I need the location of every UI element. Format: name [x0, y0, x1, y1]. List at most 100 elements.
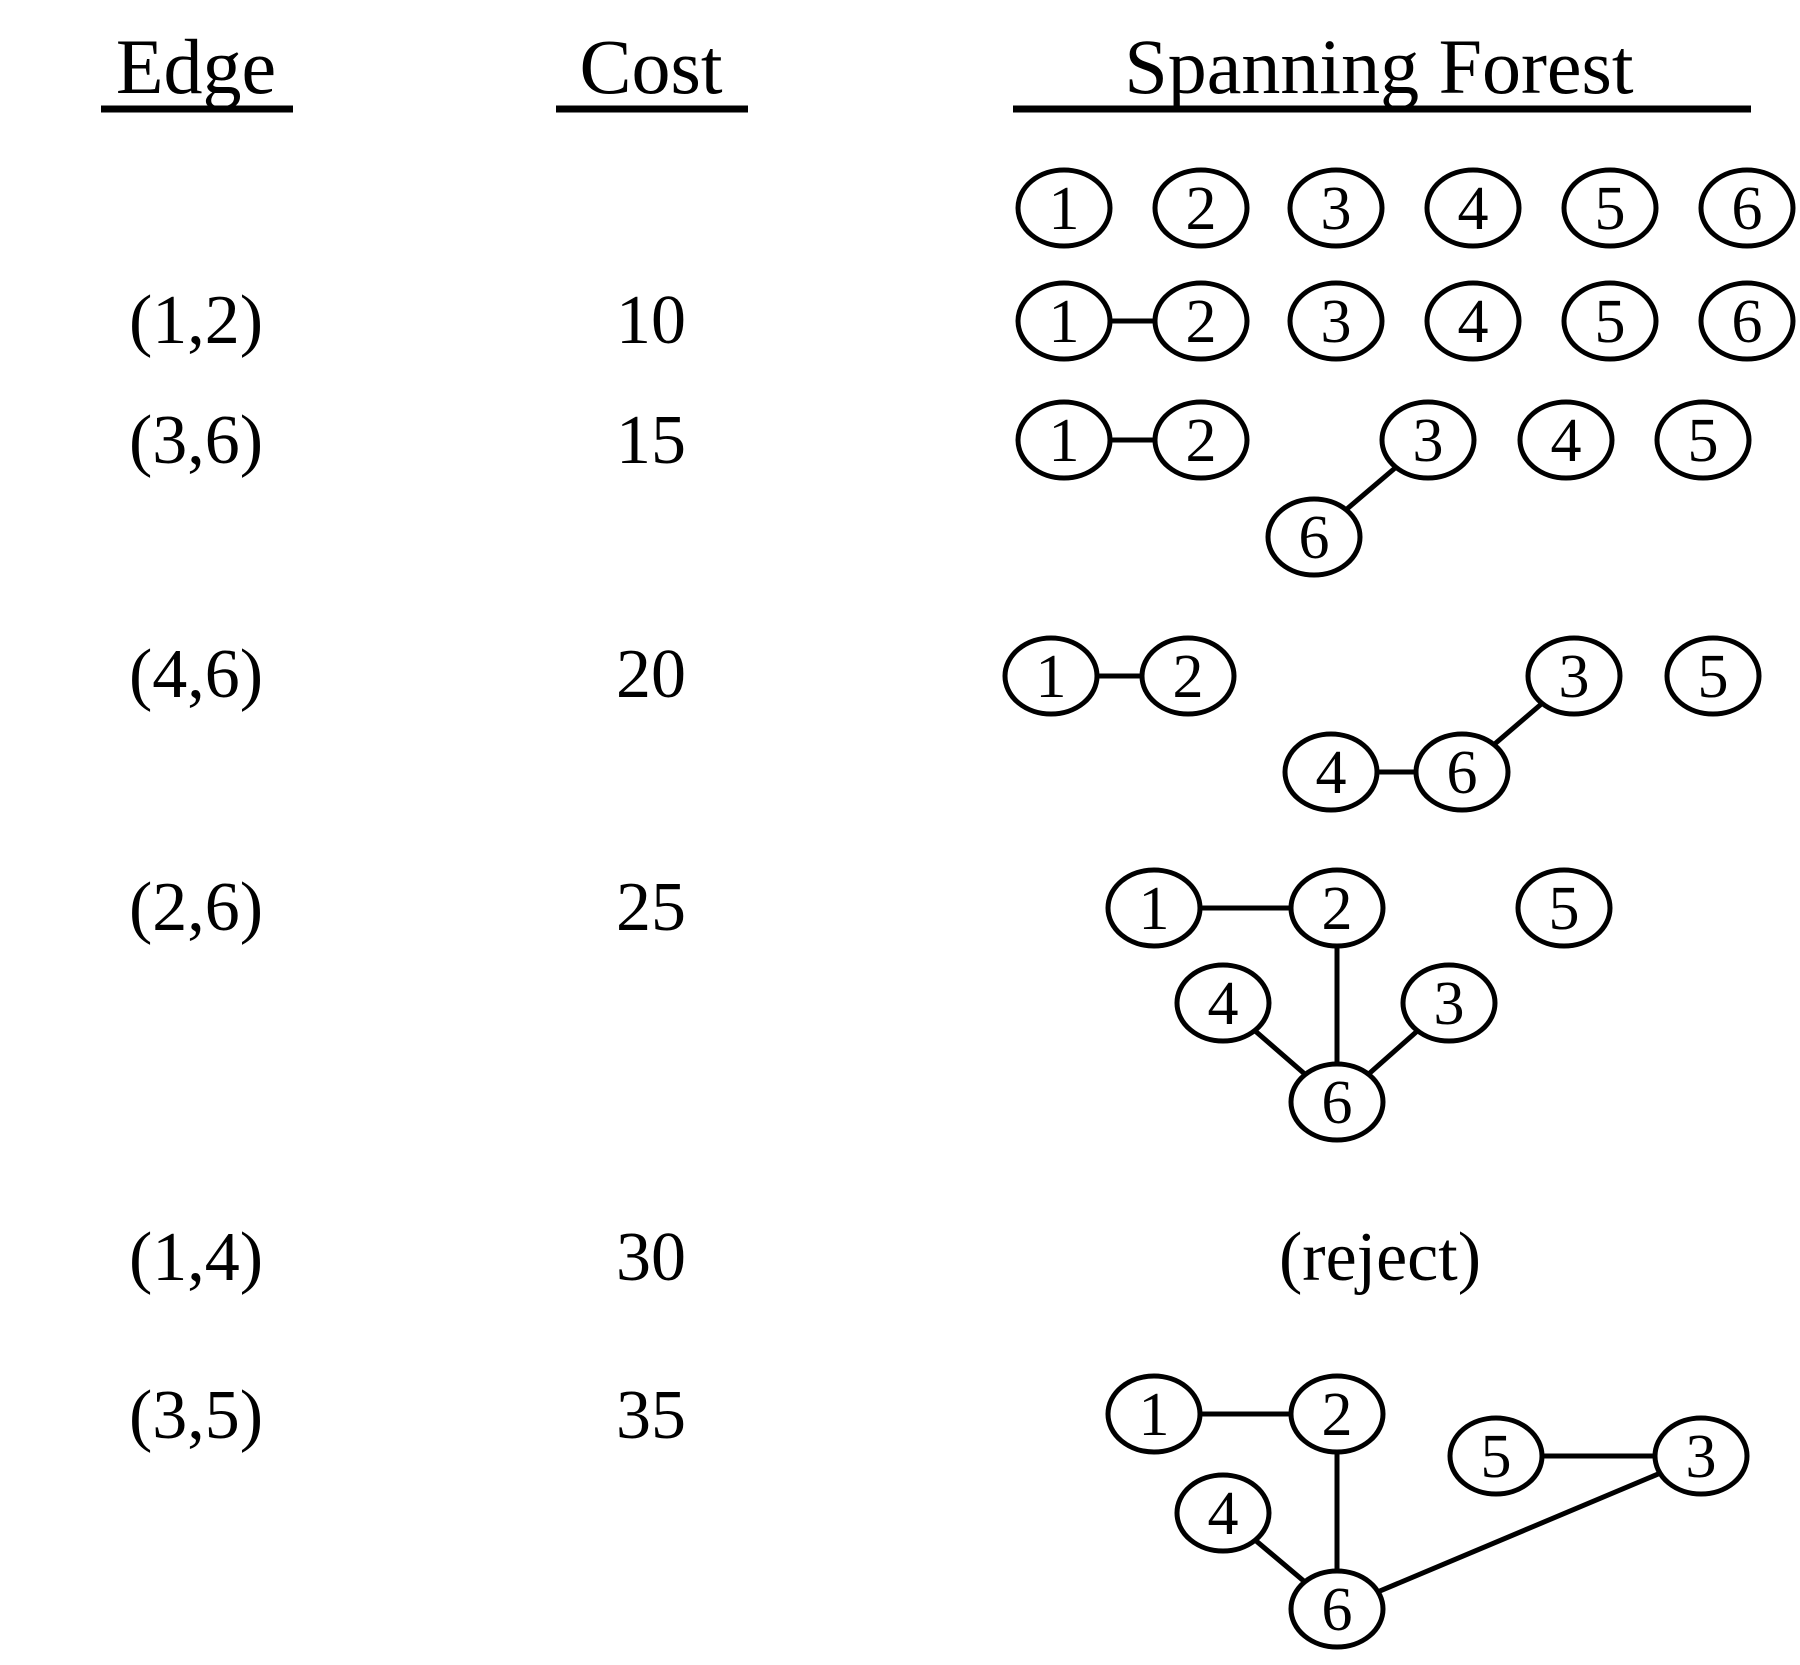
node-ellipse	[1447, 1415, 1545, 1497]
edge-label: (3,6)	[129, 402, 263, 479]
node-label: 3	[1686, 1423, 1717, 1491]
graph-node-5: 5	[1447, 1415, 1545, 1497]
spanning-forest-column-header: Spanning Forest	[1124, 23, 1634, 110]
graph-node-2: 2	[1288, 1373, 1386, 1455]
edge-label: (2,6)	[129, 869, 263, 946]
node-ellipse	[1288, 1061, 1386, 1143]
graph-node-1: 1	[1015, 399, 1113, 481]
edge-label: (1,4)	[129, 1219, 263, 1296]
graph-node-5: 5	[1561, 167, 1659, 249]
graph-node-3: 3	[1525, 635, 1623, 717]
node-ellipse	[1561, 167, 1659, 249]
row-4: (2,6) 25	[129, 869, 686, 946]
node-label: 4	[1551, 407, 1582, 475]
edge-column-header: Edge	[116, 23, 276, 110]
graph-node-6: 6	[1265, 496, 1363, 578]
node-ellipse	[1525, 635, 1623, 717]
node-ellipse	[1400, 962, 1498, 1044]
node-ellipse	[1152, 167, 1250, 249]
node-label: 5	[1698, 643, 1729, 711]
node-ellipse	[1379, 399, 1477, 481]
node-ellipse	[1517, 399, 1615, 481]
node-label: 6	[1322, 1576, 1353, 1644]
graph-node-3: 3	[1287, 280, 1385, 362]
node-label: 1	[1049, 175, 1080, 243]
graph-node-4: 4	[1282, 731, 1380, 813]
edge-label: (1,2)	[129, 282, 263, 359]
graph-node-4: 4	[1424, 167, 1522, 249]
node-label: 6	[1732, 288, 1763, 356]
node-ellipse	[1664, 635, 1762, 717]
row-6: (3,5) 35	[129, 1377, 686, 1454]
node-label: 1	[1139, 1381, 1170, 1449]
node-ellipse	[1174, 962, 1272, 1044]
graph-node-2: 2	[1139, 635, 1237, 717]
node-ellipse	[1424, 280, 1522, 362]
node-ellipse	[1152, 280, 1250, 362]
edge-label: (3,5)	[129, 1377, 263, 1454]
cost-label: 20	[616, 636, 686, 713]
node-ellipse	[1015, 280, 1113, 362]
node-label: 2	[1186, 288, 1217, 356]
graph-node-3: 3	[1652, 1415, 1750, 1497]
cost-label: 35	[616, 1377, 686, 1454]
graph-node-5: 5	[1561, 280, 1659, 362]
node-label: 4	[1458, 175, 1489, 243]
graph-node-6: 6	[1288, 1061, 1386, 1143]
node-ellipse	[1105, 867, 1203, 949]
node-label: 3	[1321, 175, 1352, 243]
graph-node-1: 1	[1105, 867, 1203, 949]
node-ellipse	[1015, 167, 1113, 249]
node-label: 6	[1322, 1069, 1353, 1137]
node-label: 3	[1559, 643, 1590, 711]
cost-label: 15	[616, 402, 686, 479]
node-label: 5	[1481, 1423, 1512, 1491]
node-label: 4	[1208, 970, 1239, 1038]
node-label: 3	[1413, 407, 1444, 475]
graph-node-1: 1	[1002, 635, 1100, 717]
graph-node-4: 4	[1174, 1472, 1272, 1554]
graph-node-3: 3	[1379, 399, 1477, 481]
graph-node-1: 1	[1015, 280, 1113, 362]
graph-node-6: 6	[1288, 1568, 1386, 1650]
node-ellipse	[1139, 635, 1237, 717]
node-ellipse	[1287, 280, 1385, 362]
graph-node-2: 2	[1152, 399, 1250, 481]
node-label: 2	[1186, 175, 1217, 243]
node-ellipse	[1002, 635, 1100, 717]
graph-node-4: 4	[1517, 399, 1615, 481]
node-ellipse	[1413, 731, 1511, 813]
node-label: 5	[1688, 407, 1719, 475]
node-label: 6	[1732, 175, 1763, 243]
row-1: (1,2) 10	[129, 282, 686, 359]
graph-node-5: 5	[1515, 867, 1613, 949]
node-label: 5	[1595, 288, 1626, 356]
node-ellipse	[1105, 1373, 1203, 1455]
graph-node-2: 2	[1288, 867, 1386, 949]
node-ellipse	[1698, 167, 1796, 249]
graph-node-3: 3	[1400, 962, 1498, 1044]
node-ellipse	[1287, 167, 1385, 249]
node-ellipse	[1288, 1568, 1386, 1650]
forest-row-0: 1 2 3 4 5 6	[1015, 167, 1796, 249]
node-label: 5	[1595, 175, 1626, 243]
node-ellipse	[1652, 1415, 1750, 1497]
edge-label: (4,6)	[129, 636, 263, 713]
node-ellipse	[1265, 496, 1363, 578]
forest-row-1: 1 2 3 4 5 6	[1015, 280, 1796, 362]
node-ellipse	[1282, 731, 1380, 813]
node-label: 2	[1322, 875, 1353, 943]
node-ellipse	[1288, 1373, 1386, 1455]
node-ellipse	[1515, 867, 1613, 949]
graph-node-1: 1	[1015, 167, 1113, 249]
graph-node-6: 6	[1413, 731, 1511, 813]
graph-node-3: 3	[1287, 167, 1385, 249]
row-2: (3,6) 15	[129, 402, 686, 479]
node-label: 3	[1321, 288, 1352, 356]
graph-node-4: 4	[1424, 280, 1522, 362]
forest-row-6: 1 2 5 3 46	[1105, 1373, 1750, 1650]
